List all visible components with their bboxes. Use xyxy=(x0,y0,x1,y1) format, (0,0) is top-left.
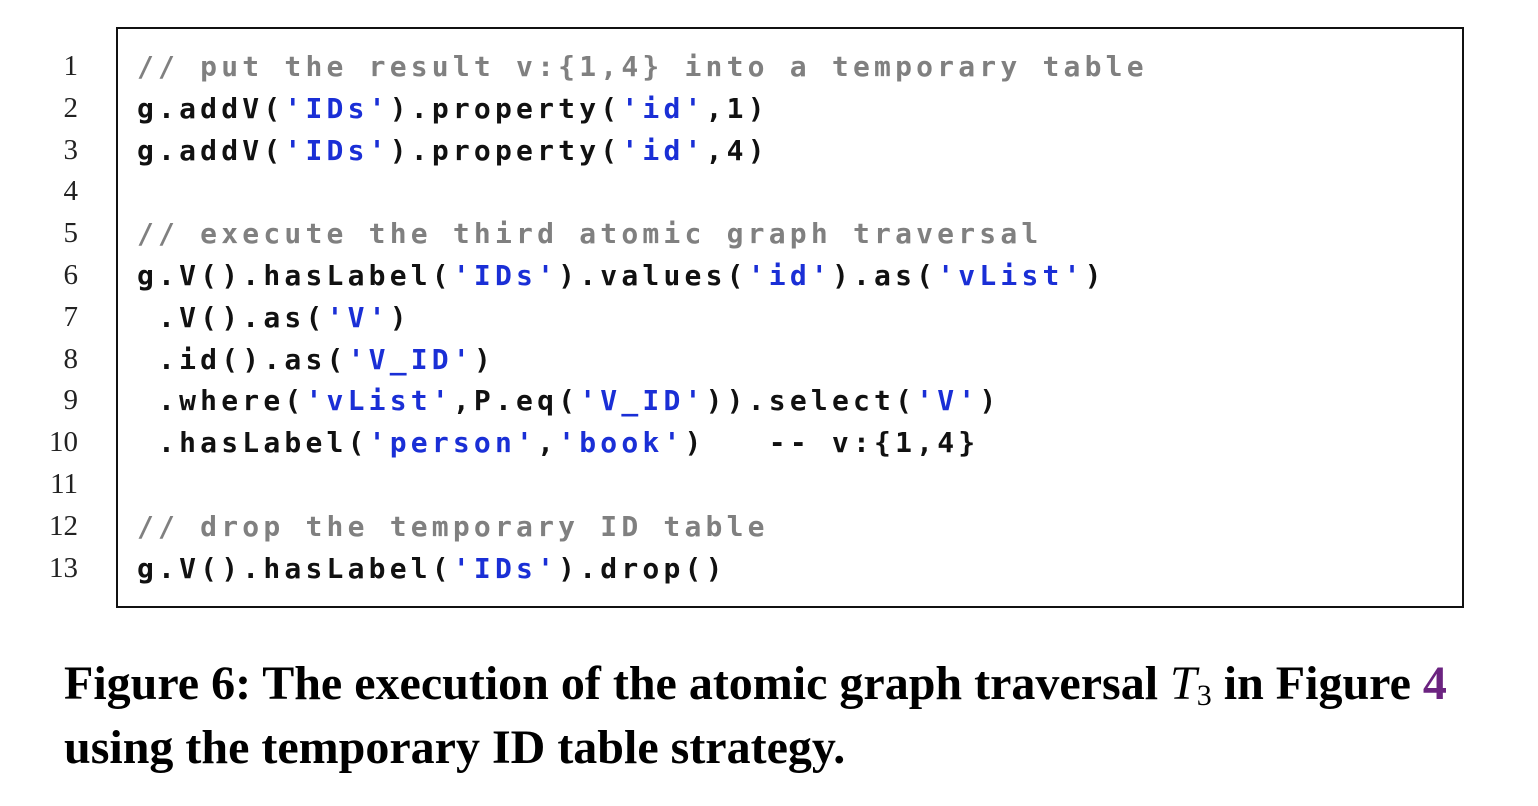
code-token: .V().as( xyxy=(137,300,327,334)
code-string: 'vList' xyxy=(937,258,1085,292)
code-comment: // drop the temporary ID table xyxy=(137,509,769,543)
code-token: ) xyxy=(389,300,411,334)
code-token: .id().as( xyxy=(137,342,348,376)
code-string: 'vList' xyxy=(305,384,453,418)
code-line xyxy=(137,464,1148,506)
code-token: )).select( xyxy=(705,384,917,418)
code-token: ,4) xyxy=(705,133,769,167)
code-line xyxy=(137,171,1148,213)
code-string: 'person' xyxy=(368,426,538,460)
line-number: 13 xyxy=(49,551,78,584)
code-token: g.V().hasLabel( xyxy=(137,551,453,585)
code-line: .V().as('V') xyxy=(137,297,1148,339)
code-line: // put the result v:{1,4} into a tempora… xyxy=(137,46,1148,88)
code-line: g.V().hasLabel('IDs').values('id').as('v… xyxy=(137,255,1148,297)
code-string: 'book' xyxy=(558,426,685,460)
code-string: 'V' xyxy=(916,384,980,418)
line-number: 9 xyxy=(63,384,79,417)
code-string: 'IDs' xyxy=(284,91,390,125)
code-token: g.addV( xyxy=(137,133,285,167)
code-string: 'IDs' xyxy=(284,133,390,167)
code-token: ).as( xyxy=(831,258,938,292)
code-comment: // execute the third atomic graph traver… xyxy=(137,217,1043,251)
code-token: ).drop() xyxy=(558,551,727,585)
code-token: ).property( xyxy=(389,133,622,167)
code-string: 'id' xyxy=(747,258,832,292)
line-number: 10 xyxy=(49,426,78,459)
code-token: ).property( xyxy=(389,91,622,125)
code-token: g.V().hasLabel( xyxy=(137,258,453,292)
code-token: ) xyxy=(473,342,495,376)
line-number: 6 xyxy=(63,258,79,291)
code-comment: // put the result v:{1,4} into a tempora… xyxy=(137,50,1148,83)
line-number: 5 xyxy=(63,217,79,250)
caption-math-base: T xyxy=(1170,657,1197,710)
caption-prefix: Figure 6: The execution of the atomic gr… xyxy=(64,657,1171,710)
figure-reference-link[interactable]: 4 xyxy=(1422,657,1447,710)
code-string: 'IDs' xyxy=(452,551,559,585)
code-string: 'id' xyxy=(621,91,706,125)
code-line: .hasLabel('person','book') -- v:{1,4} xyxy=(137,422,1148,464)
line-number: 2 xyxy=(63,91,79,124)
line-number: 3 xyxy=(63,133,79,166)
caption-suffix: using the temporary ID table strategy. xyxy=(64,721,846,774)
code-listing-frame xyxy=(116,27,1464,608)
code-token: ) xyxy=(979,384,1001,418)
code-string: 'id' xyxy=(621,133,706,167)
code-line: .where('vList',P.eq('V_ID')).select('V') xyxy=(137,380,1148,422)
code-string: 'V_ID' xyxy=(347,342,474,376)
code-line: g.V().hasLabel('IDs').drop() xyxy=(137,548,1148,590)
code-line: g.addV('IDs').property('id',4) xyxy=(137,130,1148,172)
code-token: ,1) xyxy=(705,91,769,125)
line-number: 8 xyxy=(63,342,79,375)
code-string: 'V' xyxy=(326,300,390,334)
line-number: 12 xyxy=(49,509,78,542)
code-token: ) xyxy=(1084,258,1106,292)
caption-math-subscript: 3 xyxy=(1196,679,1212,712)
line-number: 11 xyxy=(50,467,78,500)
code-token: ) -- v:{1,4} xyxy=(684,426,980,460)
code-token: ).values( xyxy=(558,258,748,292)
code-string: 'V_ID' xyxy=(579,384,706,418)
caption-math-symbol: T3 xyxy=(1170,657,1212,712)
code-line: g.addV('IDs').property('id',1) xyxy=(137,88,1148,130)
line-number: 7 xyxy=(63,300,79,333)
code-token: ,P.eq( xyxy=(452,384,580,418)
code-token: g.addV( xyxy=(137,91,285,125)
code-token: .where( xyxy=(137,384,306,418)
code-line: // drop the temporary ID table xyxy=(137,506,1148,548)
code-token: , xyxy=(537,426,559,460)
code-token: .hasLabel( xyxy=(137,426,369,460)
code-listing: // put the result v:{1,4} into a tempora… xyxy=(137,46,1148,589)
code-string: 'IDs' xyxy=(452,258,559,292)
code-line: .id().as('V_ID') xyxy=(137,339,1148,381)
caption-mid: in Figure xyxy=(1211,657,1423,710)
code-line: // execute the third atomic graph traver… xyxy=(137,213,1148,255)
line-number: 1 xyxy=(63,50,79,82)
figure-caption: Figure 6: The execution of the atomic gr… xyxy=(64,652,1524,780)
line-number: 4 xyxy=(63,175,79,208)
